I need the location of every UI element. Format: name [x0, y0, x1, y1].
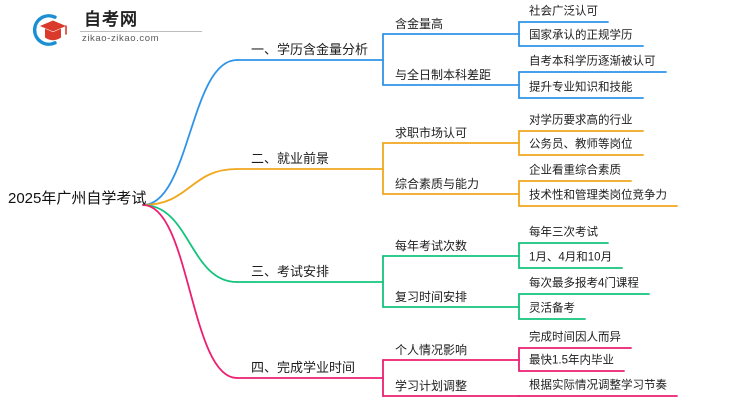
mindmap-leaf-3-2-1: 每次最多报考4门课程 — [529, 277, 639, 290]
site-logo: 自考网 zikao-zikao.com — [26, 10, 216, 50]
mindmap-branch-2: 二、就业前景 — [251, 151, 330, 166]
graduation-cap-icon — [26, 12, 72, 48]
mindmap-leaf-2-2-2: 技术性和管理类岗位竞争力 — [529, 189, 667, 202]
mindmap-leaf-4-1-2: 最快1.5年内毕业 — [529, 354, 614, 367]
mindmap-subbranch-3-1: 每年考试次数 — [395, 239, 468, 253]
mindmap-leaf-3-1-2: 1月、4月和10月 — [529, 251, 613, 264]
mindmap-edge — [142, 204, 238, 379]
mindmap-leaf-2-2-1: 企业看重综合素质 — [529, 164, 621, 177]
mindmap-leaf-3-2-2: 灵活备考 — [529, 302, 575, 315]
logo-domain: zikao-zikao.com — [82, 33, 160, 44]
mindmap-subbranch-2-1: 求职市场认可 — [395, 126, 468, 140]
logo-title: 自考网 — [84, 10, 138, 29]
mindmap-edge — [142, 59, 238, 206]
mindmap-subbranch-3-2: 复习时间安排 — [395, 290, 468, 304]
mindmap-branch-3: 三、考试安排 — [251, 264, 330, 279]
mindmap-leaf-2-1-2: 公务员、教师等岗位 — [529, 138, 633, 151]
logo-divider — [80, 31, 202, 32]
mindmap-subbranch-4-2: 学习计划调整 — [395, 379, 468, 393]
mindmap-edge — [142, 204, 238, 283]
mindmap-subbranch-2-2: 综合素质与能力 — [395, 177, 480, 191]
mindmap-branch-4: 四、完成学业时间 — [251, 360, 356, 375]
mindmap-subbranch-1-2: 与全日制本科差距 — [395, 68, 492, 82]
mindmap-leaf-1-2-1: 自考本科学历逐渐被认可 — [529, 55, 656, 68]
mindmap-leaf-1-1-2: 国家承认的正规学历 — [529, 29, 633, 42]
mindmap-edge — [142, 168, 238, 206]
mindmap-leaf-2-1-1: 对学历要求高的行业 — [529, 114, 633, 127]
mindmap-subbranch-4-1: 个人情况影响 — [395, 343, 468, 357]
mindmap-leaf-1-1-1: 社会广泛认可 — [529, 5, 598, 18]
mindmap-subbranch-1-1: 含金量高 — [395, 17, 444, 31]
logo-wordmark: 自考网 zikao-zikao.com — [80, 10, 210, 45]
mindmap-leaf-3-1-1: 每年三次考试 — [529, 226, 598, 239]
mindmap-root-node: 2025年广州自学考试 — [8, 190, 147, 207]
mindmap-branch-1: 一、学历含金量分析 — [251, 42, 369, 57]
mindmap-leaf-4-2-1: 根据实际情况调整学习节奏 — [529, 379, 667, 392]
mindmap-leaf-1-2-2: 提升专业知识和技能 — [529, 81, 633, 94]
mindmap-leaf-4-1-1: 完成时间因人而异 — [529, 331, 621, 344]
